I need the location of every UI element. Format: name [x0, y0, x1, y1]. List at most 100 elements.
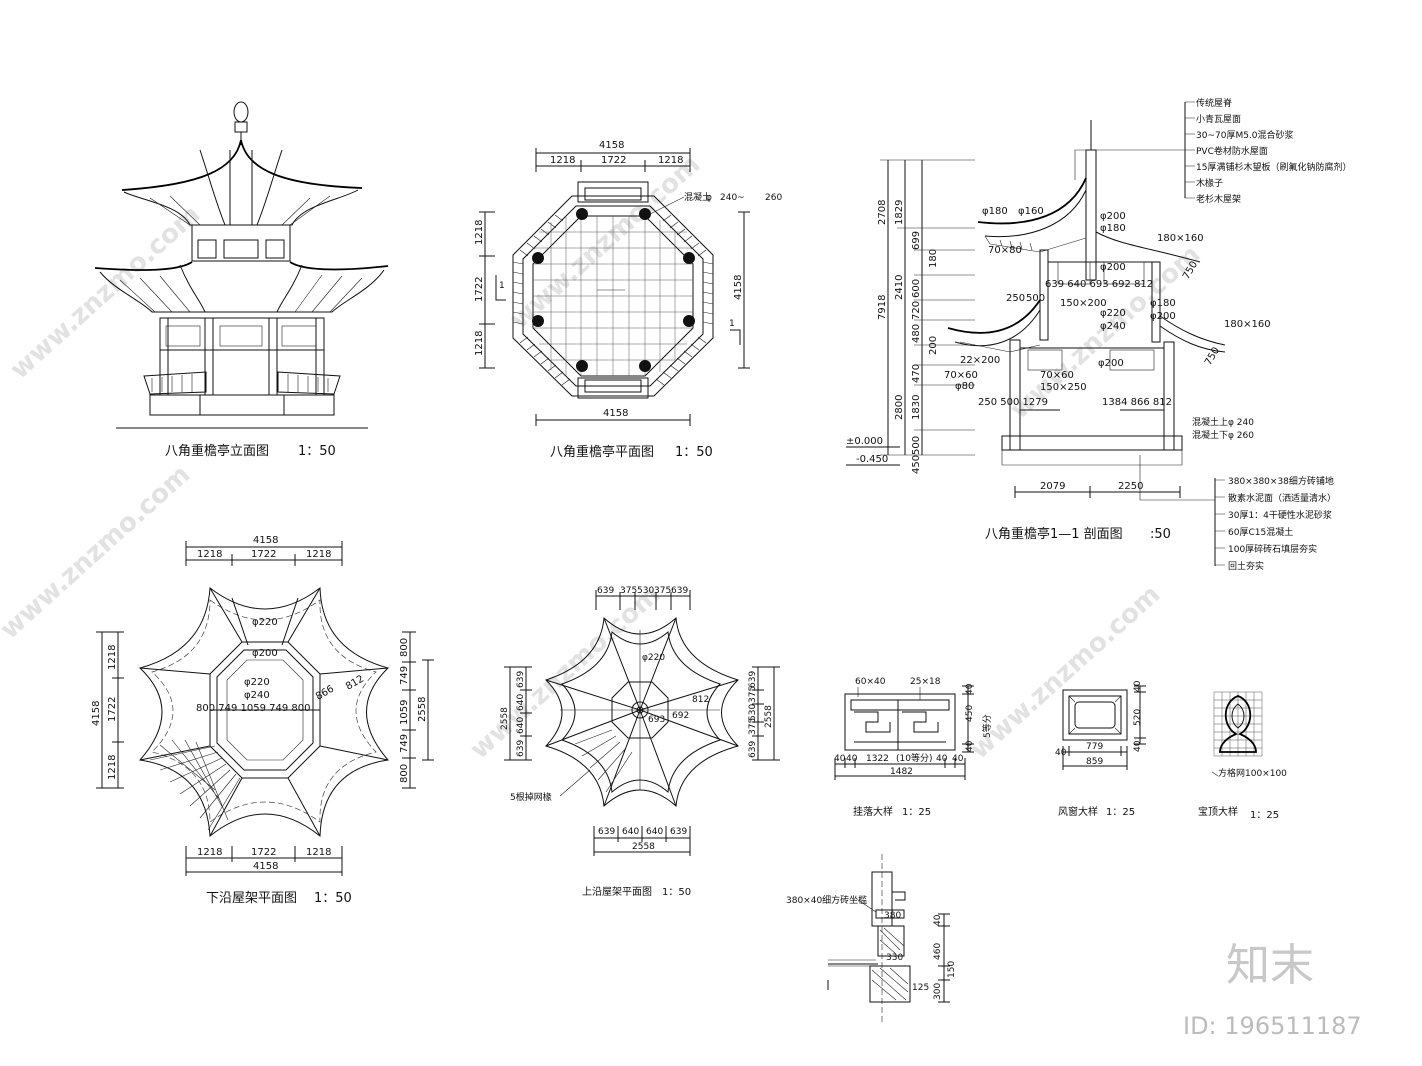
upper-roof-plan: 639 375 530 375 639 φ220 693 692 812 5根掉… — [500, 586, 780, 898]
section-scale: :50 — [1150, 527, 1171, 542]
hanging-detail: 60×40 25×18 40 450 40 5等分 40 40 1322 (10… — [834, 677, 993, 818]
section-top-label: 传统屋脊 — [1196, 97, 1232, 109]
window-right-dim: 40 — [1133, 680, 1143, 692]
upper-roof-dim-bottom: 639 — [670, 827, 687, 837]
section-base-dim: 2079 — [1040, 481, 1065, 492]
upper-roof-dim-right: 639 — [748, 671, 758, 688]
plan-scale: 1：50 — [675, 445, 713, 460]
section-dim-mid: 180 — [928, 249, 939, 268]
hanging-right-dim: 40 — [965, 740, 975, 752]
upper-roof-dim-right-total: 2558 — [764, 705, 774, 728]
watermark-text: www.znzmo.com — [505, 149, 707, 335]
section-dim-mid: 1829 — [894, 200, 905, 225]
lower-roof-dim: 1722 — [251, 549, 276, 560]
plan-column-note: 混凝土 — [684, 191, 711, 203]
upper-roof-dim-top: 639 — [597, 586, 614, 596]
section-member: 180×160 — [1157, 233, 1204, 244]
lower-roof-dim-right: 749 — [399, 734, 410, 753]
hanging-bottom-dim: 40 — [936, 754, 948, 764]
upper-roof-inner: 693 — [648, 715, 665, 725]
lower-roof-plan: 4158 1218 1722 1218 φ220 φ200 φ220 φ240 … — [91, 535, 434, 906]
lower-roof-dim-right: 800 — [399, 764, 410, 783]
plan-drawing: 4158 1218 1722 1218 1218 1722 1218 4158 … — [474, 140, 782, 460]
lower-roof-diag: 812 — [344, 674, 366, 693]
lower-roof-dim-right-total: 2558 — [417, 697, 428, 722]
section-member: φ180 — [1150, 298, 1176, 309]
window-right-dim: 40 — [1133, 740, 1143, 752]
hanging-bottom-dim: 40 — [846, 754, 858, 764]
upper-roof-dim-left: 640 — [516, 694, 526, 711]
plan-column-dia: 240~ — [720, 193, 745, 203]
lower-roof-dim: 1218 — [306, 847, 331, 858]
upper-roof-dim-bottom: 640 — [646, 827, 663, 837]
finial-grid — [1213, 691, 1263, 757]
elevation-drawing: 八角重檐亭立面图 1：50 — [94, 101, 389, 459]
upper-roof-title: 上沿屋架平面图 — [582, 886, 652, 898]
plan-floor-grid — [533, 216, 693, 376]
hanging-bottom-dim: 40 — [834, 754, 846, 764]
base-dim: 330 — [886, 953, 903, 963]
hanging-right-dim: 450 — [965, 705, 975, 722]
upper-roof-dim-top: 375 — [654, 586, 671, 596]
upper-roof-dim-top: 639 — [671, 586, 688, 596]
lower-roof-dim: 4158 — [253, 861, 278, 872]
base-dim: 150 — [947, 961, 957, 978]
lower-roof-dim: 1218 — [306, 549, 331, 560]
lower-roof-title: 下沿屋架平面图 — [206, 891, 297, 906]
lower-roof-diag: 866 — [314, 684, 336, 703]
section-top-label: 小青瓦屋面 — [1196, 113, 1241, 125]
section-bottom-label: 100厚碎砖石填层夯实 — [1228, 543, 1317, 555]
elevation-title: 八角重檐亭立面图 — [165, 443, 269, 459]
lower-roof-dim-left: 1218 — [107, 645, 118, 670]
section-dim-mid: 720 — [911, 301, 922, 320]
window-title: 风窗大样 — [1058, 805, 1098, 818]
plan-dim-top: 1722 — [601, 155, 626, 166]
section-level: -0.450 — [856, 454, 888, 465]
base-dim: 300 — [933, 983, 943, 1000]
upper-roof-dim-bottom-total: 2558 — [632, 842, 655, 852]
section-member: 22×200 — [960, 355, 1000, 366]
lower-roof-dim-left: 1218 — [107, 755, 118, 780]
upper-roof-dim-bottom: 640 — [622, 827, 639, 837]
lower-roof-inner: φ220 — [252, 617, 278, 628]
section-member: 150×250 — [1040, 382, 1087, 393]
upper-roof-dim-bottom: 639 — [598, 827, 615, 837]
section-top-label: 木椽子 — [1196, 177, 1223, 189]
upper-roof-note: 5根掉网椽 — [510, 791, 552, 803]
lower-roof-row: 800 749 1059 749 800 — [196, 703, 311, 714]
hanging-bottom-dim: 1322 — [866, 754, 889, 764]
plan-column-phi: φ — [706, 193, 712, 203]
section-bottom-label: 60厚C15混凝土 — [1228, 526, 1293, 538]
section-base-dim: 2250 — [1118, 481, 1143, 492]
upper-roof-dim-right: 375 — [748, 718, 758, 735]
brand-watermark: 知末 ID: 196511187 — [1183, 940, 1362, 1040]
finial-scale: 1：25 — [1250, 810, 1279, 821]
hanging-right-note: 5等分 — [981, 714, 993, 738]
section-member: 1384 866 812 — [1102, 397, 1172, 408]
plan-dim-top: 1218 — [550, 155, 575, 166]
lower-roof-dim-left: 4158 — [91, 701, 102, 726]
upper-roof-dim-left: 639 — [516, 740, 526, 757]
section-dim-mid: 2410 — [894, 275, 905, 300]
section-member: 639 640 693 692 812 — [1045, 279, 1153, 290]
watermark-text: www.znzmo.com — [5, 199, 207, 385]
brand-logo-text: 知末 — [1226, 940, 1314, 991]
upper-roof-dim-top: 530 — [637, 586, 654, 596]
section-member: φ240 — [1100, 321, 1126, 332]
upper-roof-dim-left: 2558 — [500, 707, 510, 730]
section-member: φ220 — [1100, 308, 1126, 319]
upper-roof-dim-right: 375 — [748, 686, 758, 703]
section-top-label: 老杉木屋架 — [1196, 193, 1241, 205]
plan-title: 八角重檐亭平面图 — [550, 444, 654, 460]
lower-roof-dim: 1218 — [197, 549, 222, 560]
section-dim-outer: 7918 — [877, 295, 888, 320]
section-top-label: PVC卷材防水屋面 — [1196, 145, 1268, 157]
section-dim-outer: 450 — [911, 455, 922, 474]
hanging-total: 1482 — [890, 767, 913, 777]
lower-roof-dim-left: 1722 — [107, 697, 118, 722]
plan-cut-mark: 1 — [729, 319, 735, 329]
section-member: φ80 — [955, 381, 974, 392]
hanging-bottom-dim: (10等分) — [896, 752, 932, 764]
lower-roof-scale: 1：50 — [314, 891, 352, 906]
